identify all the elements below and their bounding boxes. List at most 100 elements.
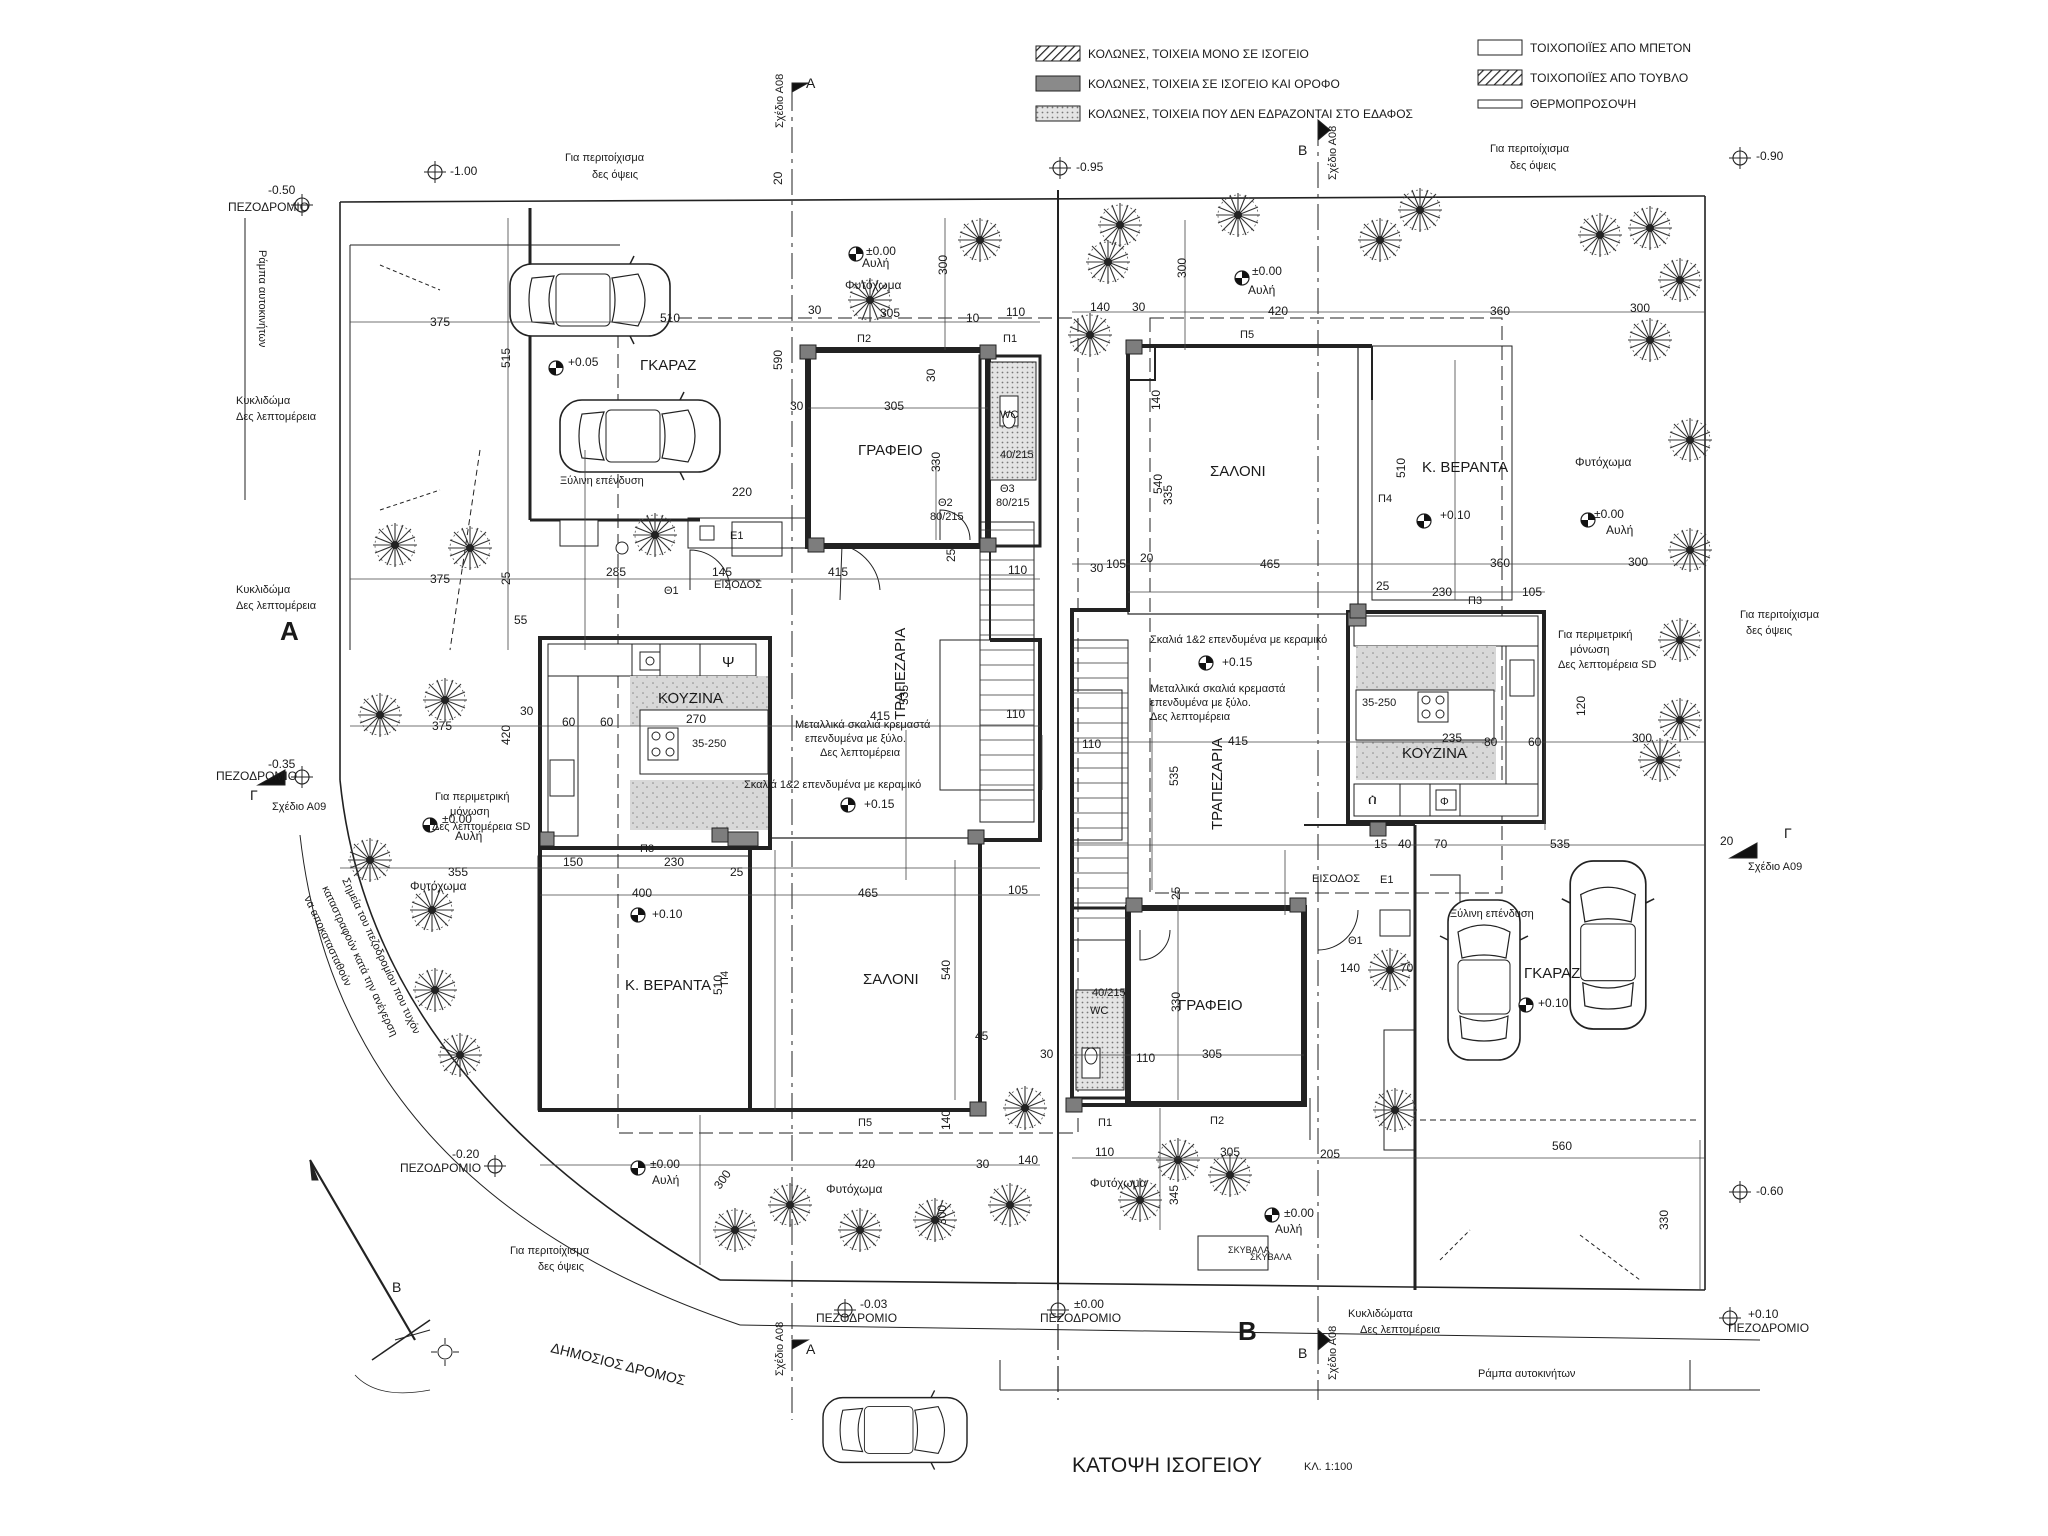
insulation-right-2: μόνωση [1570, 644, 1609, 656]
stair-note-right-2: επενδυμένα με ξύλο. [1150, 697, 1251, 709]
legend-insulation: ΘΕΡΜΟΠΡΟΣΟΨΗ [1530, 97, 1636, 111]
hob-left: 35-250 [692, 738, 726, 750]
dim-415-a: 415 [828, 565, 848, 579]
drawing-scale: ΚΛ. 1:100 [1304, 1461, 1352, 1473]
dim-415-c: 415 [1228, 734, 1248, 748]
dim-15: 15 [1374, 837, 1388, 851]
window-1-left: Θ1 [664, 585, 679, 597]
dim-140-a: 140 [939, 1110, 953, 1130]
level-16: -0.90 [1756, 149, 1784, 163]
car-left-top [509, 255, 671, 345]
dim-10: 10 [966, 311, 980, 325]
section-a-top: Α [806, 75, 816, 91]
room-entrance-right: ΕΙΣΟΔΟΣ [1312, 873, 1360, 885]
dim-140-c: 140 [1090, 300, 1110, 314]
dim-110-a: 110 [1006, 305, 1025, 319]
insulation-right-3: Δες λεπτομέρεια SD [1558, 659, 1657, 671]
room-living-left: ΣΑΛΟΝΙ [863, 971, 919, 988]
dim-590: 590 [771, 350, 785, 370]
dim-345: 345 [1167, 1185, 1181, 1205]
room-kitchen-right: ΚΟΥΖΙΝΑ [1402, 745, 1467, 762]
dim-110-b: 110 [1008, 563, 1027, 577]
dim-400: 400 [632, 886, 652, 900]
dim-335: 335 [1161, 485, 1175, 505]
garden-label-5: Φυτόχωμα [1090, 1176, 1146, 1190]
legend-concrete: ΤΟΙΧΟΠΟΙΪΕΣ ΑΠΟ ΜΠΕΤΟΝ [1530, 41, 1691, 55]
door-e1-left: Ε1 [730, 530, 743, 542]
dim-305-b: 305 [884, 399, 904, 413]
level-10: ±0.00 [650, 1157, 680, 1171]
room-garage-left: ΓΚΑΡΑΖ [640, 357, 696, 374]
car-road [822, 1389, 968, 1471]
left-staircase [939, 521, 1035, 823]
dim-360-b: 360 [1490, 556, 1510, 570]
wc-door-size-right: 40/215 [1092, 987, 1126, 999]
room-wc-left: WC [1000, 409, 1018, 421]
level-9: ±0.00 [442, 812, 472, 826]
dim-270: 270 [686, 712, 706, 726]
level-18: -0.20 [452, 1147, 480, 1161]
dim-30-e: 30 [976, 1157, 990, 1171]
room-dining-left: ΤΡΑΠΕΖΑΡΙΑ [892, 628, 909, 720]
legend-swatch-ground-and-floor [1035, 75, 1081, 92]
dim-140-b: 140 [1018, 1153, 1038, 1167]
dim-535-b: 535 [1167, 766, 1181, 786]
sidewalk-2: ΠΕΖΟΔΡΟΜΙΟ [216, 769, 297, 783]
dim-120: 120 [1574, 696, 1588, 716]
dim-20-a: 20 [771, 171, 785, 185]
section-b-bottom: Β [1298, 1345, 1307, 1361]
insulation-left-1: Για περιμετρική [435, 791, 510, 803]
pillar-p3-left: Π3 [640, 843, 654, 855]
dim-300-a: 300 [936, 255, 950, 275]
dim-230-a: 230 [664, 855, 684, 869]
curb-note-1a: Κυκλιδώμα [236, 395, 291, 407]
wc-right [1075, 989, 1125, 1091]
public-road: ΔΗΜΟΣΙΟΣ ΔΡΟΜΟΣ [549, 1339, 687, 1388]
pillar-p3-right: Π3 [1468, 595, 1482, 607]
sidewalk-4: ΠΕΖΟΔΡΟΜΙΟ [816, 1311, 897, 1325]
dim-30-h: 30 [1040, 1047, 1054, 1061]
dim-420-a: 420 [499, 725, 513, 745]
dim-300-d: 300 [1630, 301, 1650, 315]
level-2: ±0.00 [1252, 264, 1282, 278]
dim-305-c: 305 [1202, 1047, 1222, 1061]
dim-205: 205 [1320, 1147, 1340, 1161]
dim-20-c: 20 [1720, 834, 1734, 848]
dim-415-b: 415 [870, 709, 890, 723]
svg-text:ሰ: ሰ [1368, 791, 1377, 808]
level-15: -0.95 [1076, 160, 1104, 174]
dim-360-a: 360 [1490, 304, 1510, 318]
dim-300-c: 300 [711, 1167, 734, 1192]
dim-110-f: 110 [1095, 1145, 1114, 1159]
stair-tiles-left: Σκαλιά 1&2 επενδυμένα με κεραμικό [744, 779, 921, 791]
dim-145: 145 [712, 565, 732, 579]
dim-355: 355 [448, 865, 468, 879]
right-house-walls [1070, 317, 1546, 1290]
dim-25-a: 25 [944, 548, 958, 562]
dimension-values: 375 510 30 305 10 110 300 20 590 515 305… [430, 171, 1734, 1230]
room-veranda-right: Κ. ΒΕΡΑΝΤΑ [1422, 459, 1508, 476]
dim-540-a: 540 [939, 960, 953, 980]
dim-305-a: 305 [880, 306, 900, 320]
window-8: Θ3 [1000, 483, 1015, 495]
window-1-right: Θ1 [1348, 935, 1363, 947]
dim-510-c: 510 [1394, 458, 1408, 478]
dim-70-a: 70 [1434, 837, 1448, 851]
level-1: ±0.00 [866, 244, 896, 258]
fence-note-1a: Για περιτοίχισμα [565, 152, 645, 164]
level-12: +0.10 [1538, 996, 1569, 1010]
section-a-bottom: Α [806, 1341, 816, 1357]
fence-note-3b: δες όψεις [1746, 625, 1792, 637]
dim-60-a: 60 [562, 715, 576, 729]
stair-note-right-1: Μεταλλικά σκαλιά κρεμαστά [1150, 683, 1286, 695]
dim-25-e: 25 [1169, 886, 1183, 900]
dim-55: 55 [514, 613, 528, 627]
room-dining-right: ΤΡΑΠΕΖΑΡΙΑ [1209, 738, 1226, 830]
dim-80: 80 [1484, 735, 1498, 749]
fence-note-4b: δες όψεις [538, 1261, 584, 1273]
dim-25-b: 25 [499, 571, 513, 585]
stair-tiles-right: Σκαλιά 1&2 επενδυμένα με κεραμικό [1150, 634, 1327, 646]
dim-465-a: 465 [858, 886, 878, 900]
curb-note-3b: Δες λεπτομέρεια [1360, 1324, 1441, 1336]
legend: ΚΟΛΩΝΕΣ, ΤΟΙΧΕΙΑ ΜΟΝΟ ΣΕ ΙΣΟΓΕΙΟ ΚΟΛΩΝΕΣ… [1035, 39, 1691, 122]
